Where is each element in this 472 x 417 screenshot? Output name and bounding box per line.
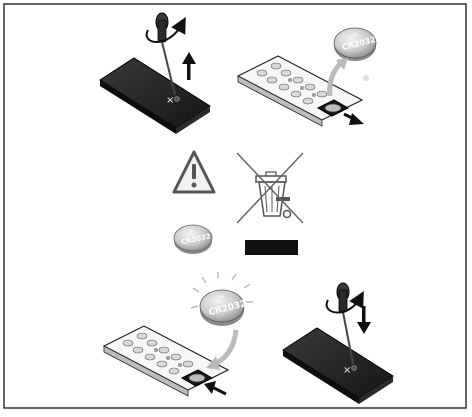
step-insert-battery: CR2032 + [104,272,253,396]
step-unscrew-cover: × [100,13,210,134]
battery-cr2032-top: CR2032 + [334,28,377,61]
warning-section: CR2032 + [174,152,303,255]
warning-triangle-icon [174,152,214,192]
arrow-pull-out-icon [344,113,364,125]
screw [175,97,180,102]
battery-plus: + [352,31,358,39]
remote-back-dark: × [283,328,393,404]
curved-arrow-icon [214,330,236,364]
remote-x-mark: × [166,95,174,106]
step-remove-battery: CR2032 + [238,28,377,126]
screw [352,366,357,371]
crossed-out-bin-icon [237,153,303,223]
remote-back-dark: × [100,58,210,134]
battery-cr2032-bottom: CR2032 + [200,290,248,326]
arrow-up-icon [182,52,196,80]
arrow-down-icon [357,306,371,334]
arrow-push-in-icon [204,381,226,394]
battery-plus: + [189,228,194,235]
step-screw-cover: × [283,283,393,404]
separate-collection-bar [245,240,298,255]
battery-cr2032-middle: CR2032 + [174,225,212,254]
battery-plus: + [219,293,225,301]
frame-border [4,4,466,408]
remote-x-mark: × [343,365,351,376]
